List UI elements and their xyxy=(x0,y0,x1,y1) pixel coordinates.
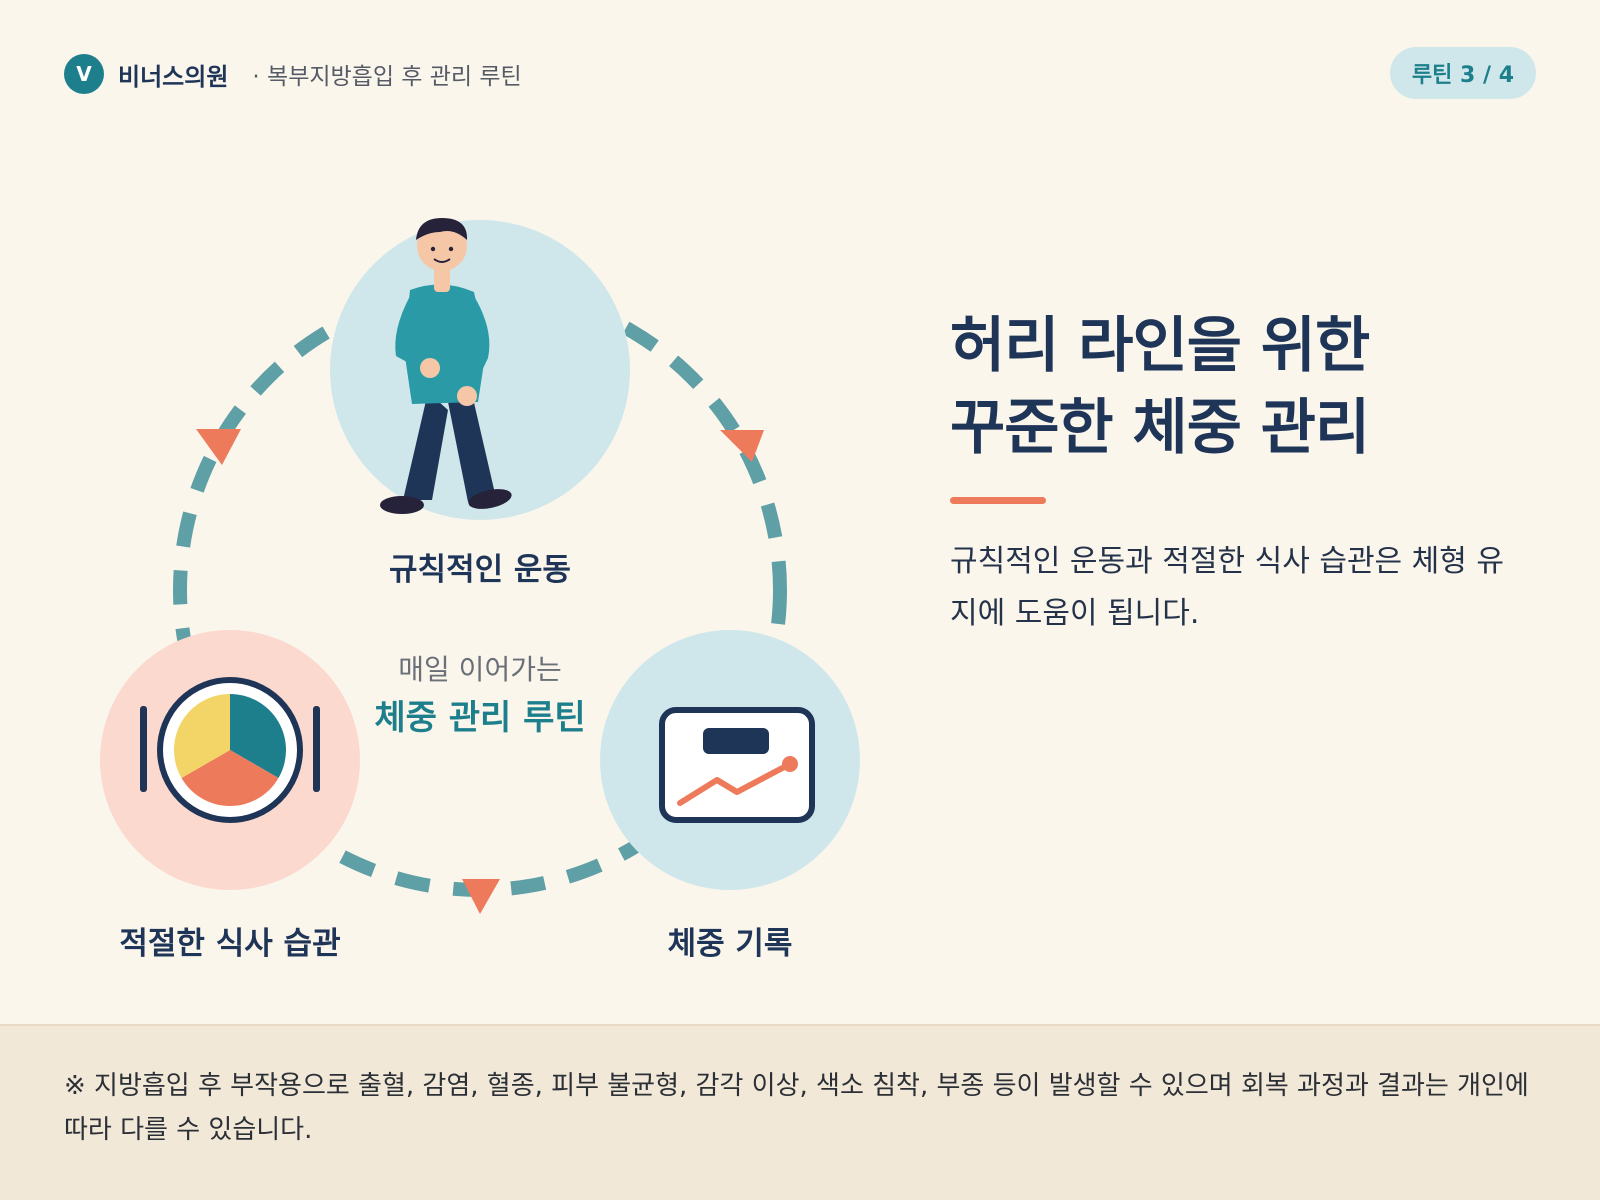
page-title-line-2: 꾸준한 체중 관리 xyxy=(950,393,1370,463)
body-description: 규칙적인 운동과 적절한 식사 습관은 체형 유지에 도움이 됩니다. xyxy=(950,544,1505,631)
step-weight-label: 체중 기록 xyxy=(667,926,793,962)
cycle-arrow-icon xyxy=(196,429,241,465)
cycle-arrow-icon xyxy=(720,430,764,462)
routine-cycle-diagram: 규칙적인 운동 적절한 식사 습관 체중 기록 매일 이어가는 체중 관리 루틴 xyxy=(100,218,860,962)
disclaimer-text: ※ 지방흡입 후 부작용으로 출혈, 감염, 혈종, 피부 불균형, 감각 이상… xyxy=(64,1071,1529,1145)
step-exercise-label: 규칙적인 운동 xyxy=(389,552,571,588)
brand-name: 비너스의원 xyxy=(118,62,229,91)
cycle-graphic xyxy=(100,218,860,914)
page-title: 허리 라인을 위한 꾸준한 체중 관리 xyxy=(950,305,1550,469)
header: V 비너스의원 · 복부지방흡입 후 관리 루틴 루틴 3 / 4 xyxy=(64,47,1536,99)
cycle-center-title: 체중 관리 루틴 xyxy=(374,698,586,738)
footer-disclaimer: ※ 지방흡입 후 부작용으로 출혈, 감염, 혈종, 피부 불균형, 감각 이상… xyxy=(0,1024,1600,1200)
cycle-arrow-icon xyxy=(462,879,500,914)
page-title-line-1: 허리 라인을 위한 xyxy=(950,311,1370,381)
content-panel: 허리 라인을 위한 꾸준한 체중 관리 규칙적인 운동과 적절한 식사 습관은 … xyxy=(950,305,1550,640)
header-subtitle: · 복부지방흡입 후 관리 루틴 xyxy=(252,64,522,90)
weight-chart-icon xyxy=(659,707,815,823)
plate-icon xyxy=(140,677,320,823)
walking-person-icon xyxy=(380,218,512,514)
step-diet-label: 적절한 식사 습관 xyxy=(119,926,341,962)
title-accent-divider xyxy=(950,497,1046,504)
brand-logo: V xyxy=(64,54,104,94)
routine-step-badge: 루틴 3 / 4 xyxy=(1389,47,1536,99)
cycle-center-subtitle: 매일 이어가는 xyxy=(398,653,562,686)
